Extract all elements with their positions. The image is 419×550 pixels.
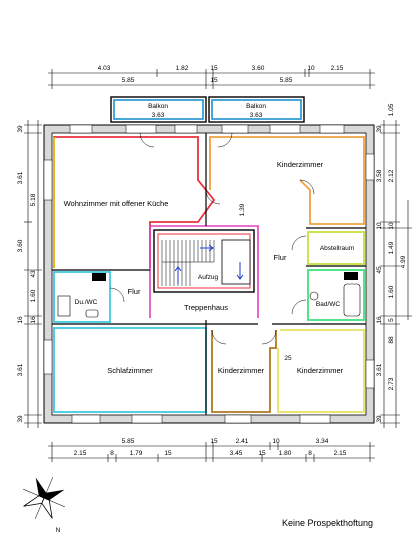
flur-right-label: Flur — [274, 253, 287, 262]
dim-left-8: 43 — [30, 270, 37, 278]
disclaimer-note: Keine Prospekthoftung — [282, 518, 374, 528]
dim-right-8: 1.05 — [388, 103, 395, 116]
dim-top-8: 15 — [210, 77, 218, 84]
dim-right-3: 10 — [376, 222, 383, 230]
wohnzimmer-label: Wohnzimmer mit offener Küche — [64, 199, 169, 208]
dim-right-14: 88 — [388, 336, 395, 344]
dim-left-6: 39 — [17, 415, 24, 423]
du-wc-label: Du./WC — [75, 299, 98, 306]
treppenhaus-label: Treppenhaus — [184, 303, 228, 312]
door-swings — [109, 132, 315, 345]
dim-bottom-4: 10 — [272, 438, 280, 445]
bad-wc-room — [307, 269, 365, 321]
dim-right-15: 2.73 — [388, 377, 395, 390]
dim-right-16: 4.99 — [400, 255, 407, 268]
abstellraum-outline — [307, 231, 365, 265]
dim-right-5: 16 — [376, 316, 383, 324]
dim-bottom-5: 3.34 — [316, 438, 329, 445]
dim-top-3: 15 — [210, 65, 218, 72]
dim-top-5: 10 — [307, 65, 315, 72]
dim-bottom-3: 2.41 — [236, 438, 249, 445]
balkon-left-size: 3.63 — [152, 112, 165, 119]
dim-top-9: 5.85 — [280, 77, 293, 84]
dim-bottom-13: 8 — [308, 450, 312, 457]
dim-right-1: 39 — [376, 125, 383, 133]
dim-left-5: 3.61 — [17, 363, 24, 376]
dim-right-6: 3.61 — [376, 363, 383, 376]
dim-bottom-6: 2.15 — [74, 450, 87, 457]
dim-left-4: 16 — [17, 316, 24, 324]
dim-right-4: 45 — [376, 266, 383, 274]
kinderzimmer-bl-label: Kinderzimmer — [218, 366, 265, 375]
balkon-right-size: 3.63 — [250, 112, 263, 119]
wall-dim-25: 25 — [284, 355, 292, 362]
wohnzimmer-outline — [53, 136, 216, 268]
dim-right-2: 3.58 — [376, 169, 383, 182]
dim-left-2: 3.61 — [17, 171, 24, 184]
dim-bottom-7: 8 — [110, 450, 114, 457]
left-dimensions — [24, 120, 42, 428]
dim-bottom-8: 1.79 — [130, 450, 143, 457]
balkon-left-label: Balkon — [148, 103, 168, 110]
balkon-left — [110, 96, 207, 123]
dim-top-7: 5.85 — [122, 77, 135, 84]
wall-dim-139: 1.39 — [239, 203, 246, 216]
dim-bottom-2: 15 — [210, 438, 218, 445]
dim-left-3: 3.60 — [17, 239, 24, 252]
dim-right-9: 2.12 — [388, 169, 395, 182]
kinderzimmer-top-outline — [209, 136, 365, 225]
dim-right-7: 39 — [376, 415, 383, 423]
right-dimensions — [380, 120, 412, 428]
balkon-right-label: Balkon — [246, 103, 266, 110]
bottom-dimensions — [48, 442, 375, 462]
du-wc-room — [53, 271, 111, 323]
dim-right-10: 10 — [388, 222, 395, 230]
dim-left-10: 16 — [30, 316, 37, 324]
top-dimensions — [48, 69, 375, 89]
kinderzimmer-bl-outline — [211, 330, 277, 413]
abstellraum-label: Abstellraum — [320, 245, 354, 252]
dim-top-6: 2.15 — [331, 65, 344, 72]
dim-left-1: 39 — [17, 125, 24, 133]
balkon-right — [208, 96, 305, 123]
dim-left-7: 5.18 — [30, 193, 37, 206]
compass-icon — [23, 477, 65, 519]
schlafzimmer-label: Schlafzimmer — [107, 366, 153, 375]
treppenhaus-block — [149, 225, 259, 318]
dim-top-1: 4.03 — [98, 65, 111, 72]
dim-right-12: 1.60 — [388, 285, 395, 298]
kinderzimmer-br-outline — [277, 329, 365, 413]
dim-bottom-11: 15 — [258, 450, 266, 457]
kinderzimmer-top-label: Kinderzimmer — [277, 160, 324, 169]
flur-left-label: Flur — [128, 287, 141, 296]
dim-bottom-12: 1.80 — [279, 450, 292, 457]
dim-top-4: 3.60 — [252, 65, 265, 72]
dim-bottom-10: 3.45 — [230, 450, 243, 457]
dim-right-13: 5 — [388, 318, 395, 322]
kinderzimmer-br-label: Kinderzimmer — [297, 366, 344, 375]
aufzug-label: Aufzug — [198, 274, 219, 281]
inner-walls — [52, 133, 366, 415]
dim-bottom-1: 5.85 — [122, 438, 135, 445]
compass-north-label: N — [56, 527, 61, 534]
dim-left-9: 1.60 — [30, 289, 37, 302]
dim-top-2: 1.82 — [176, 65, 189, 72]
dim-bottom-14: 2.15 — [334, 450, 347, 457]
bad-wc-label: Bad/WC — [316, 301, 341, 308]
dim-bottom-9: 15 — [164, 450, 172, 457]
dim-right-11: 1.49 — [388, 241, 395, 254]
